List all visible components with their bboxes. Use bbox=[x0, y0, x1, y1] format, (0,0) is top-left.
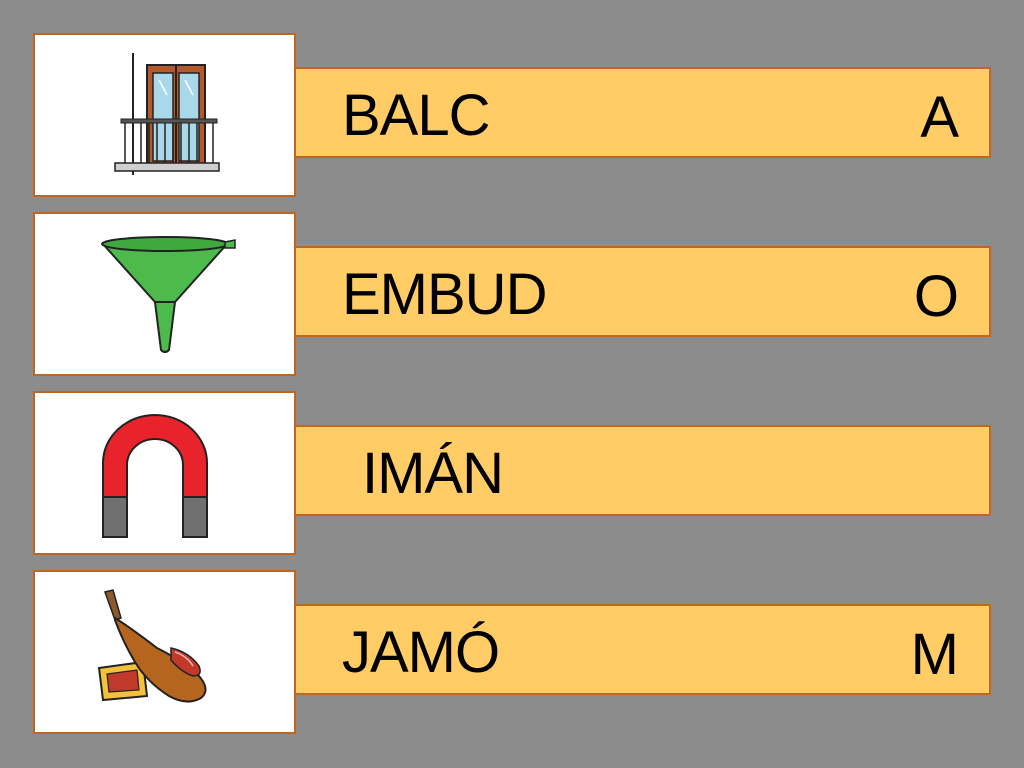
exercise-row-balcony: BALC A bbox=[0, 33, 1024, 198]
answer-letter[interactable]: O bbox=[913, 264, 959, 329]
picture-card bbox=[33, 570, 296, 734]
exercise-row-magnet: IMÁN bbox=[0, 391, 1024, 556]
ham-icon bbox=[97, 589, 207, 703]
magnet-icon bbox=[102, 414, 208, 538]
word-text: JAMÓ bbox=[342, 620, 500, 685]
word-strip[interactable]: IMÁN bbox=[290, 425, 991, 516]
picture-card bbox=[33, 33, 296, 197]
exercise-row-ham: JAMÓ M bbox=[0, 570, 1024, 735]
answer-letter[interactable]: A bbox=[920, 85, 959, 150]
picture-card bbox=[33, 391, 296, 555]
word-text: EMBUD bbox=[342, 262, 547, 327]
funnel-icon bbox=[101, 236, 236, 353]
balcony-icon bbox=[114, 53, 220, 175]
picture-card bbox=[33, 212, 296, 376]
word-strip[interactable]: JAMÓ M bbox=[290, 604, 991, 695]
word-text: IMÁN bbox=[362, 441, 504, 506]
word-text: BALC bbox=[342, 83, 491, 148]
answer-letter[interactable]: M bbox=[910, 622, 959, 687]
word-strip[interactable]: EMBUD O bbox=[290, 246, 991, 337]
word-strip[interactable]: BALC A bbox=[290, 67, 991, 158]
exercise-row-funnel: EMBUD O bbox=[0, 212, 1024, 377]
